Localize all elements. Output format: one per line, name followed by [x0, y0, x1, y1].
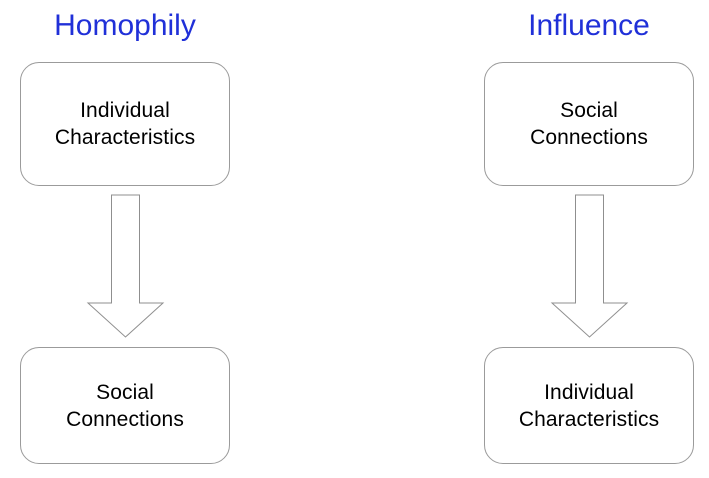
pathway-title-influence: Influence: [528, 9, 650, 42]
node-label: Social Connections: [66, 380, 184, 431]
pathway-influence: Influence Social Connections Individual …: [464, 0, 709, 478]
node-box-individual-characteristics-source: Individual Characteristics: [20, 62, 230, 186]
node-box-social-connections-target: Social Connections: [20, 347, 230, 464]
node-label: Individual Characteristics: [54, 99, 196, 149]
node-box-individual-characteristics-target: Individual Characteristics: [484, 347, 694, 464]
pathway-homophily: Homophily Individual Characteristics Soc…: [0, 0, 250, 478]
block-arrow-down-icon: [550, 194, 629, 338]
node-label: Individual Characteristics: [518, 380, 660, 431]
pathway-title-homophily: Homophily: [54, 9, 196, 42]
node-label: Social Connections: [530, 99, 648, 149]
node-box-social-connections-source: Social Connections: [484, 62, 694, 186]
block-arrow-down-icon: [86, 194, 165, 338]
